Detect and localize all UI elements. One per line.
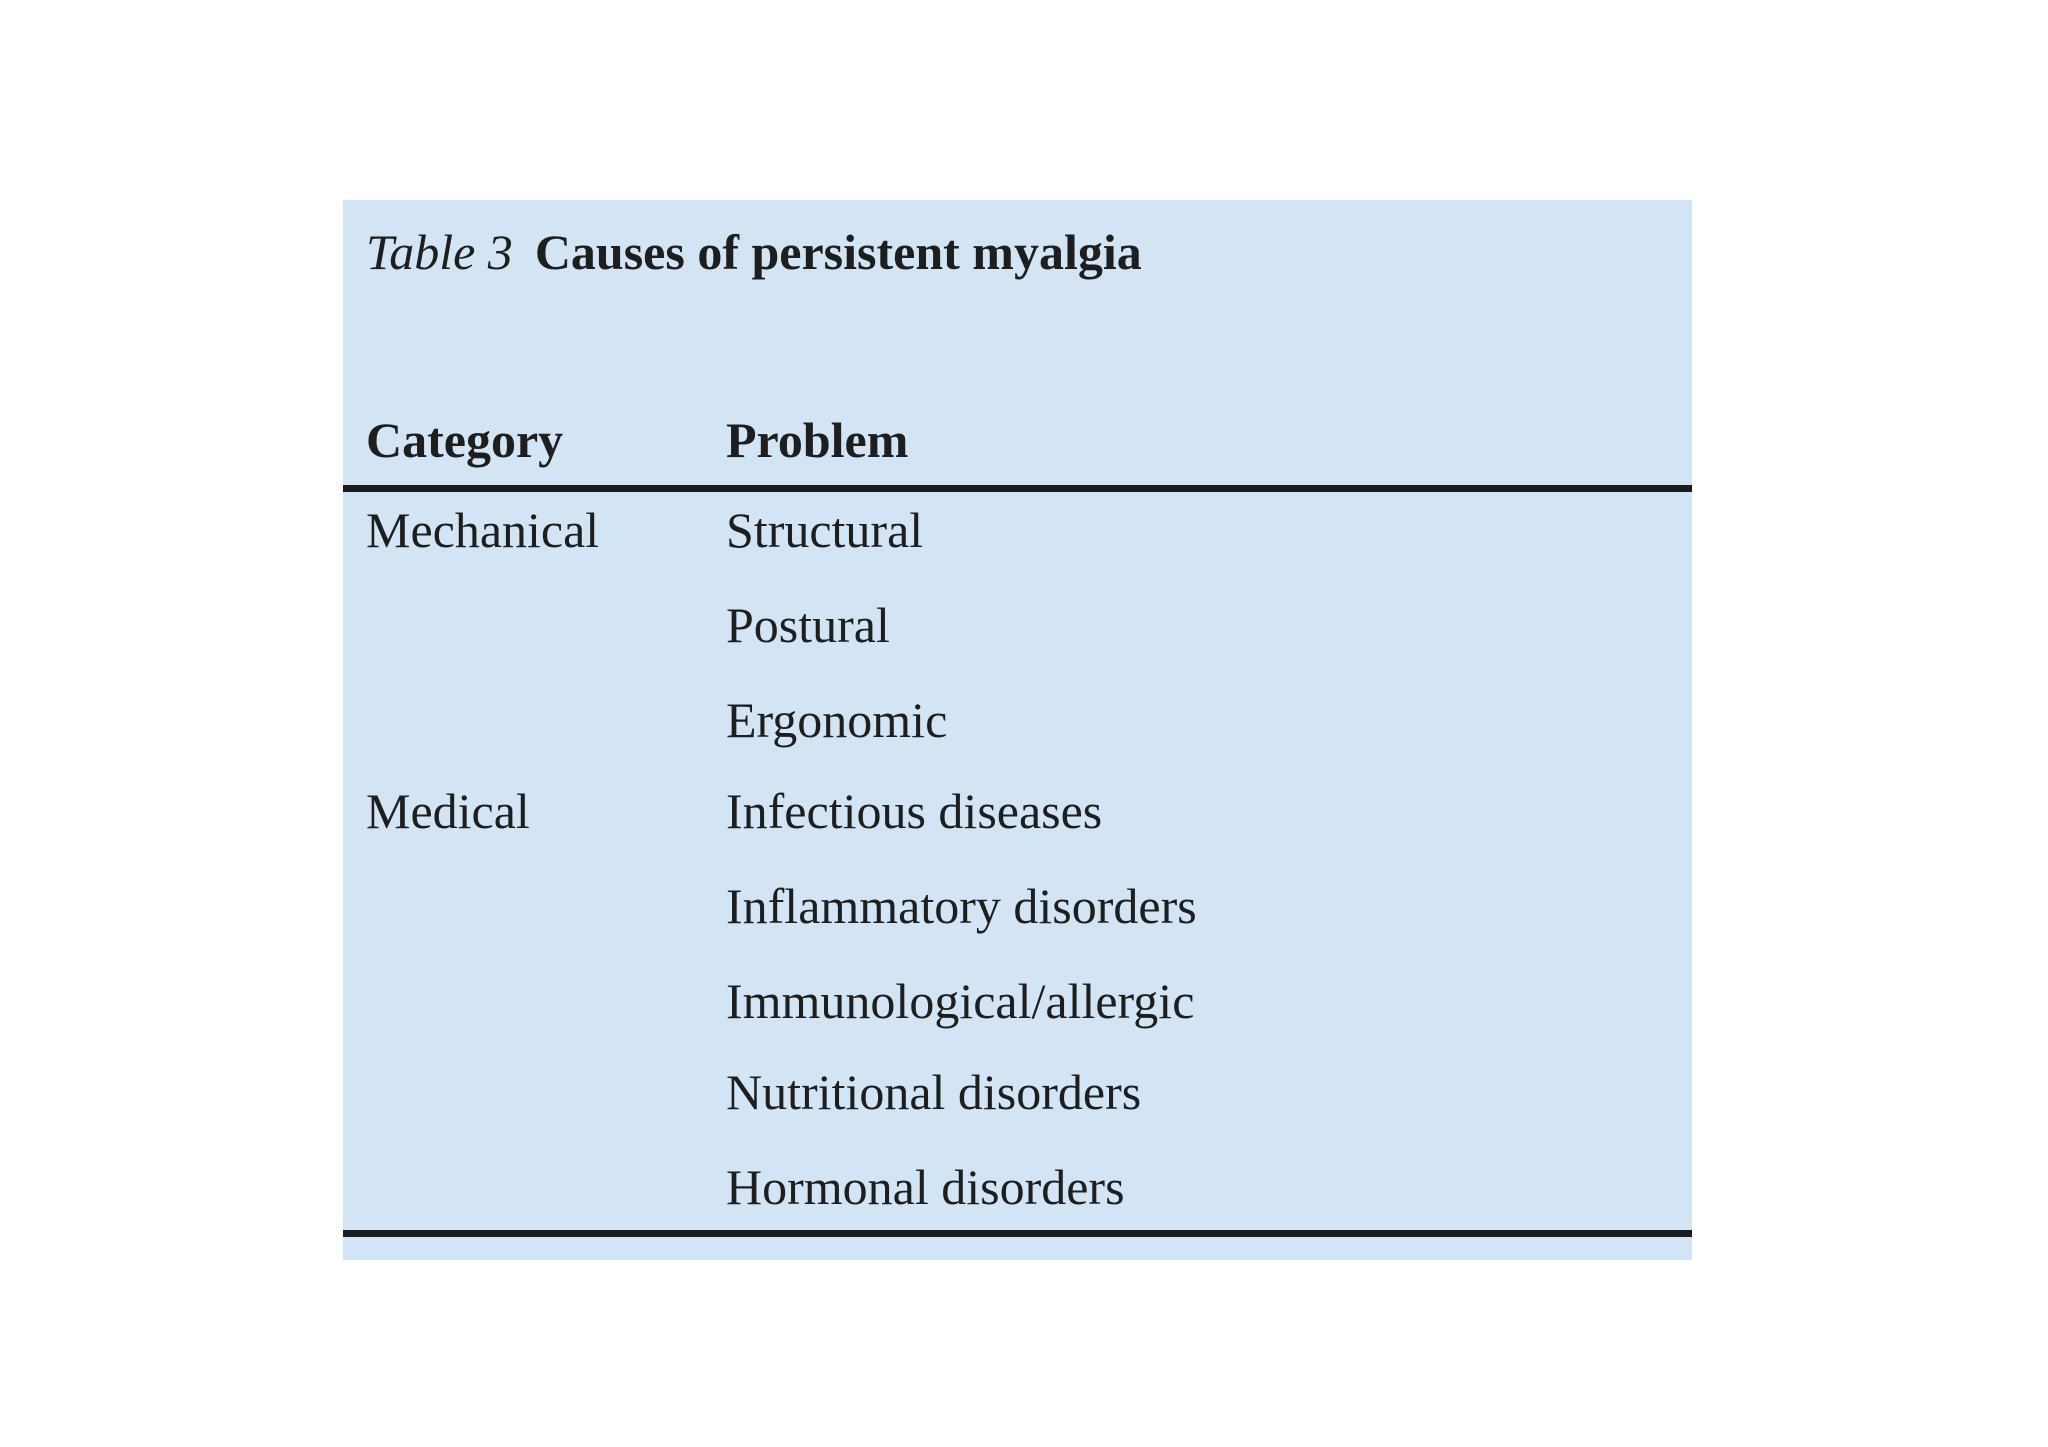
- category-cell: Medical: [366, 783, 530, 839]
- problem-cell: Ergonomic: [726, 692, 948, 748]
- problem-cell: Immunological/allergic: [726, 973, 1195, 1029]
- table-row: Hormonal disorders: [343, 1157, 1692, 1217]
- table-row: Medical Infectious diseases: [343, 781, 1692, 841]
- category-cell: Mechanical: [366, 502, 600, 558]
- table-caption: Table 3 Causes of persistent myalgia: [366, 222, 1142, 282]
- table-row: Nutritional disorders: [343, 1062, 1692, 1122]
- problem-cell: Nutritional disorders: [726, 1064, 1142, 1120]
- table-row: Inflammatory disorders: [343, 876, 1692, 936]
- problem-cell: Structural: [726, 502, 924, 558]
- table-row: Immunological/allergic: [343, 971, 1692, 1031]
- column-header-category: Category: [366, 412, 564, 468]
- problem-cell: Hormonal disorders: [726, 1159, 1125, 1215]
- bottom-rule: [343, 1230, 1692, 1237]
- table-header-row: Category Problem: [343, 410, 1692, 470]
- table-number: Table 3: [366, 224, 513, 280]
- table-row: Mechanical Structural: [343, 500, 1692, 560]
- header-rule: [343, 485, 1692, 492]
- table-panel: Table 3 Causes of persistent myalgia Cate…: [343, 200, 1692, 1260]
- column-header-problem: Problem: [726, 412, 909, 468]
- problem-cell: Infectious diseases: [726, 783, 1103, 839]
- problem-cell: Inflammatory disorders: [726, 878, 1197, 934]
- table-title: Causes of persistent myalgia: [534, 224, 1142, 280]
- table-row: Postural: [343, 595, 1692, 655]
- table-row: Ergonomic: [343, 690, 1692, 750]
- problem-cell: Postural: [726, 597, 890, 653]
